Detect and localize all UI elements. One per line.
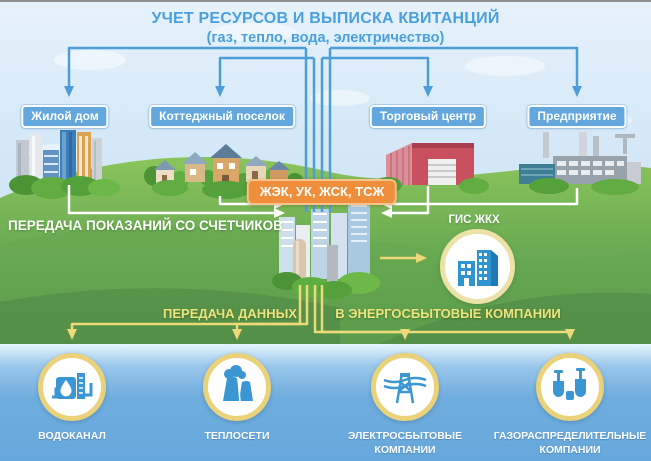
company-vodokanal: ВОДОКАНАЛ xyxy=(12,353,132,444)
power-lines-icon xyxy=(383,372,427,404)
gis-zhkh-badge xyxy=(440,229,515,304)
source-label-enterprise: Предприятие xyxy=(527,105,627,128)
company-gas-label: ГАЗОРАСПРЕДЕЛИТЕЛЬНЫЕ КОМПАНИИ xyxy=(493,430,647,456)
source-label-cottage-village: Коттеджный поселок xyxy=(149,105,295,128)
page-title: УЧЕТ РЕСУРСОВ И ВЫПИСКА КВИТАНЦИЙ (газ, … xyxy=(0,9,651,47)
gas-plant-icon xyxy=(553,368,586,400)
company-vodokanal-label: ВОДОКАНАЛ xyxy=(38,430,106,442)
company-teploseti-label: ТЕПЛОСЕТИ xyxy=(204,430,270,442)
factory-illustration xyxy=(519,132,641,195)
source-label-residential: Жилой дом xyxy=(21,105,109,128)
management-companies-box: ЖЭК, УК, ЖСК, ТСЖ xyxy=(246,179,398,205)
residential-buildings-illustration xyxy=(9,130,120,199)
company-electro: ЭЛЕКТРОСБЫТОВЫЕ КОМПАНИИ xyxy=(346,353,464,457)
title-line-1: УЧЕТ РЕСУРСОВ И ВЫПИСКА КВИТАНЦИЙ xyxy=(151,10,500,27)
gis-buildings-icon xyxy=(457,249,498,286)
title-line-2: (газ, тепло, вода, электричество) xyxy=(206,30,445,46)
meter-reading-label: ПЕРЕДАЧА ПОКАЗАНИЙ СО СЧЕТЧИКОВ xyxy=(8,218,283,233)
data-transfer-label-right: В ЭНЕРГОСБЫТОВЫЕ КОМПАНИИ xyxy=(335,306,561,321)
data-transfer-label-left: ПЕРЕДАЧА ДАННЫХ xyxy=(163,306,297,321)
company-gas: ГАЗОРАСПРЕДЕЛИТЕЛЬНЫЕ КОМПАНИИ xyxy=(491,353,649,457)
company-teploseti-badge xyxy=(203,353,271,421)
company-gas-badge xyxy=(536,353,604,421)
company-teploseti: ТЕПЛОСЕТИ xyxy=(177,353,297,444)
company-electro-label: ЭЛЕКТРОСБЫТОВЫЕ КОМПАНИИ xyxy=(347,430,463,456)
city-center-illustration xyxy=(272,201,380,299)
water-plant-icon xyxy=(52,373,93,399)
source-label-shopping-mall: Торговый центр xyxy=(369,105,487,128)
company-vodokanal-badge xyxy=(38,353,106,421)
gis-zhkh-label: ГИС ЖКХ xyxy=(448,214,500,226)
company-electro-badge xyxy=(371,353,439,421)
cooling-towers-icon xyxy=(223,365,253,402)
